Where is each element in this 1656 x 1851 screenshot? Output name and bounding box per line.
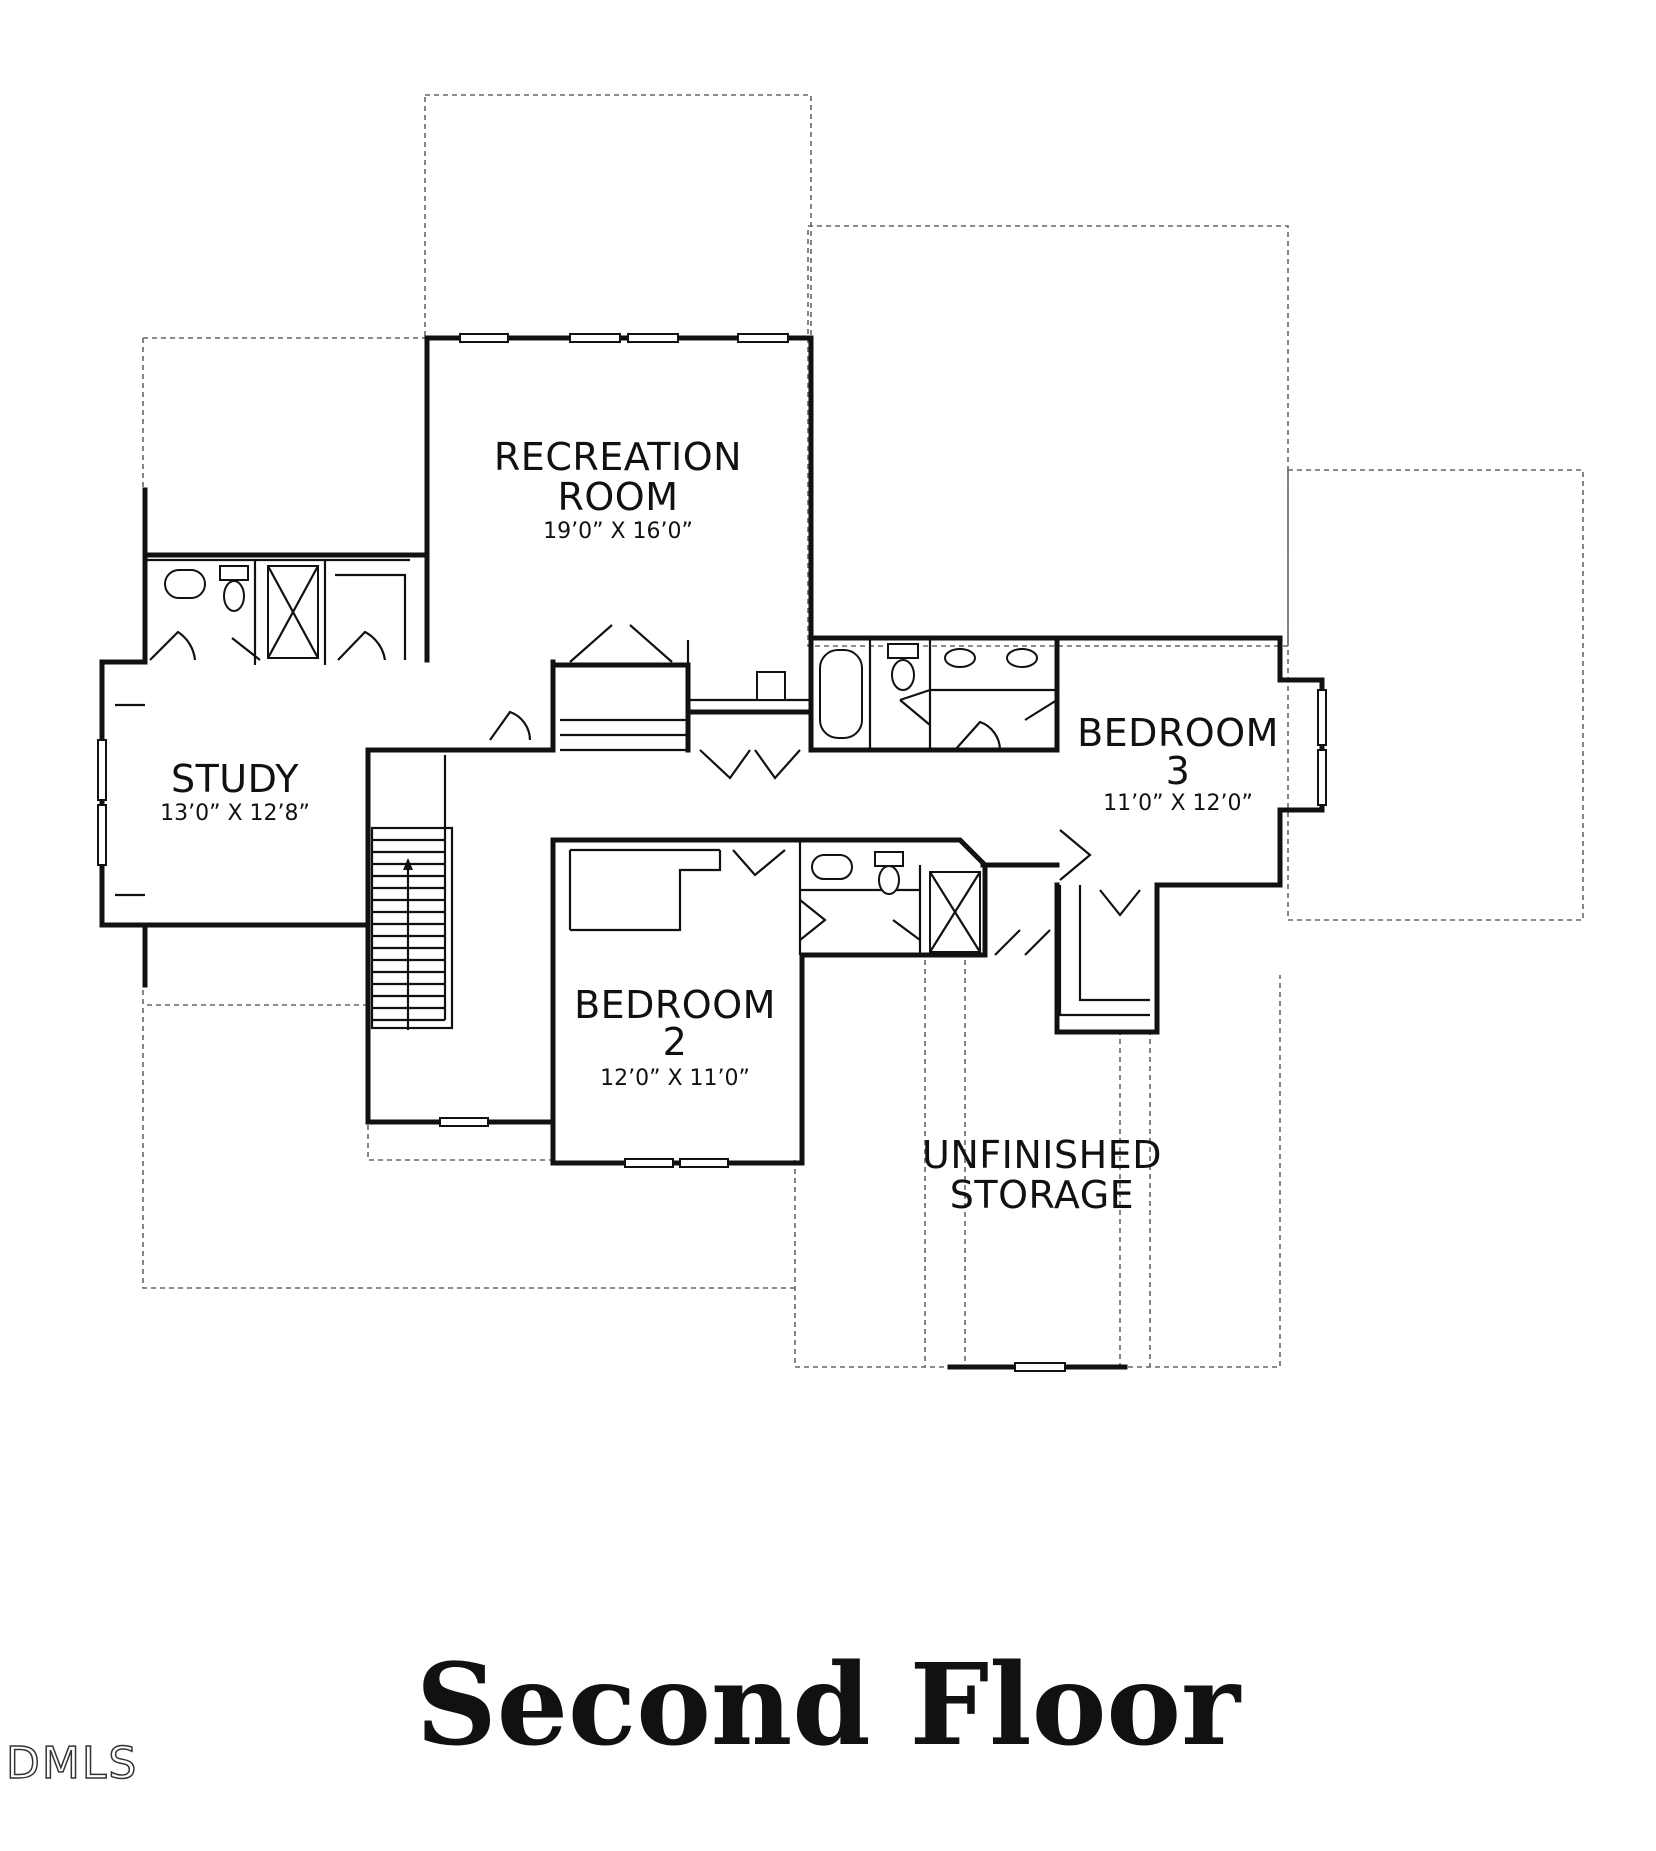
bedroom3-name-line1: BEDROOM <box>1077 711 1279 755</box>
roof-outlines <box>142 94 1584 1368</box>
exterior-walls <box>99 335 1325 1370</box>
doors <box>149 624 1141 956</box>
bedroom2-name-line2: 2 <box>663 1020 688 1064</box>
storage-name-line2: STORAGE <box>950 1173 1134 1217</box>
windows <box>97 333 1327 1372</box>
storage-name-line1: UNFINISHED <box>922 1133 1162 1177</box>
study-name: STUDY <box>171 757 299 801</box>
recreation-room-name-line1: RECREATION <box>494 435 742 479</box>
room-labels: RECREATION ROOM 19’0” X 16’0” STUDY 13’0… <box>160 435 1279 1217</box>
bedroom2-name-line1: BEDROOM <box>574 983 776 1027</box>
recreation-room-name-line2: ROOM <box>557 475 678 519</box>
bedroom2-dimensions: 12’0” X 11’0” <box>600 1066 750 1091</box>
study-dimensions: 13’0” X 12’8” <box>160 801 310 826</box>
interior-partitions <box>115 558 1150 1017</box>
floor-title: Second Floor <box>415 1640 1241 1771</box>
staircase <box>370 755 454 1030</box>
recreation-room-dimensions: 19’0” X 16’0” <box>543 519 693 544</box>
bedroom3-name-line2: 3 <box>1166 749 1191 793</box>
fixtures <box>164 565 1038 953</box>
bedroom3-dimensions: 11’0” X 12’0” <box>1103 791 1253 816</box>
watermark-logo: DMLS <box>5 1737 139 1790</box>
